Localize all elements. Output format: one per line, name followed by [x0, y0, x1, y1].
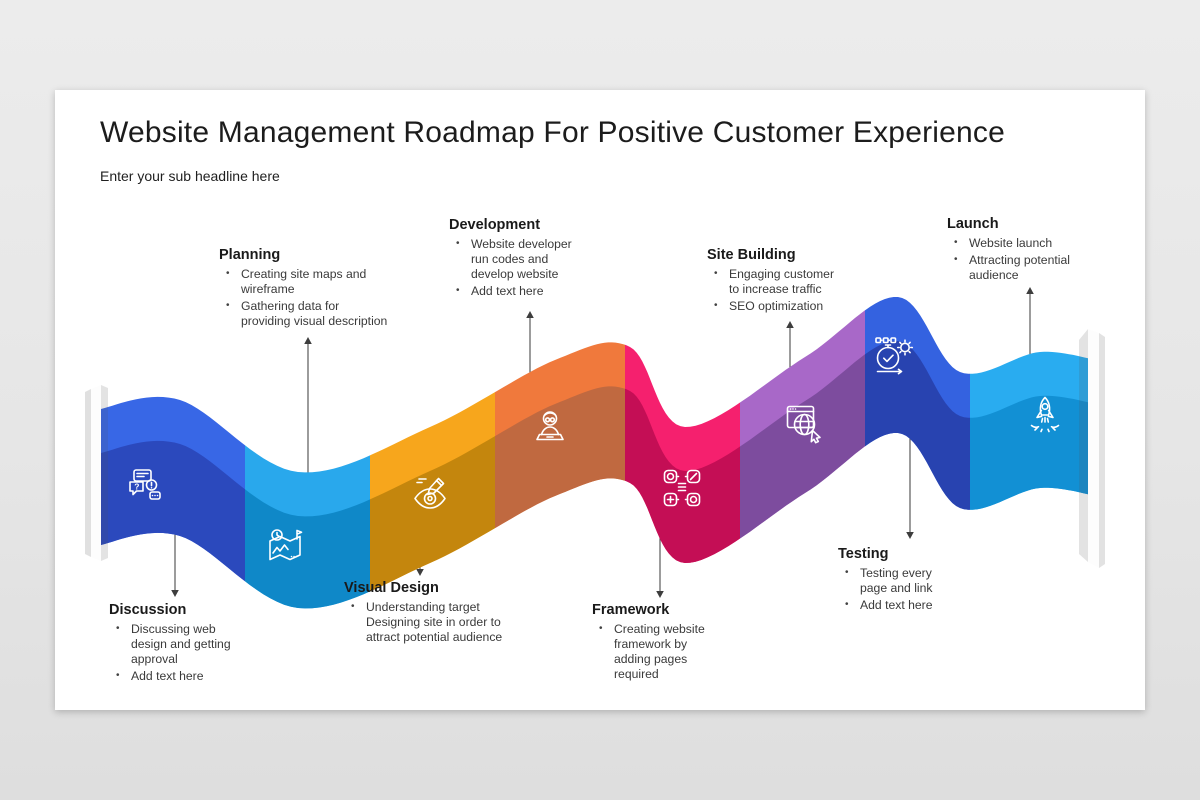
- stage-bullet: • Understanding target Designing site in …: [344, 600, 506, 645]
- bullet-marker-icon: •: [845, 567, 849, 578]
- ribbon-segment-planning: [245, 445, 370, 609]
- ribbon-segment-testing: [865, 297, 970, 510]
- ribbon-segment-framework: [625, 344, 740, 563]
- stage-title-development: Development: [449, 217, 541, 233]
- stage-label-site-building: Site Building • Engaging customer to incre…: [707, 247, 839, 316]
- svg-text:?: ?: [134, 481, 139, 491]
- slide-title: Website Management Roadmap For Positive …: [100, 116, 1005, 149]
- stage-bullet-text: Gathering data for providing visual desc…: [241, 299, 388, 329]
- stage-title-launch: Launch: [947, 216, 999, 232]
- ribbon-segment-site-building: [740, 310, 865, 539]
- bullet-marker-icon: •: [456, 238, 460, 249]
- ribbon-segment-visual-design: [370, 392, 495, 592]
- stage-bullet: • Add text here: [449, 284, 584, 299]
- browser-globe-icon: [786, 405, 821, 444]
- stage-title-framework: Framework: [592, 602, 670, 618]
- stage-bullet: • Add text here: [109, 669, 247, 684]
- stage-labels-layer: Discussion • Discussing web design and get…: [55, 90, 1145, 710]
- stage-bullet: • Creating website framework by adding pa…: [592, 622, 720, 683]
- slide-canvas: Website Management Roadmap For Positive …: [55, 90, 1145, 710]
- bullet-marker-icon: •: [714, 300, 718, 312]
- stage-label-visual-design: Visual Design • Understanding target Desig…: [344, 580, 506, 647]
- arrowhead-icon: [304, 337, 312, 344]
- stage-bullet: • Website developer run codes and develop…: [449, 237, 584, 282]
- roadmap-ribbon: ?: [85, 287, 1105, 609]
- stage-bullet-text: Attracting potential audience: [969, 253, 1070, 283]
- chat-bubbles-icon: ?: [129, 469, 161, 500]
- arrowhead-icon: [1026, 287, 1034, 294]
- stage-title-planning: Planning: [219, 247, 281, 263]
- stage-bullet-text: Website developer run codes and develop …: [471, 237, 572, 282]
- stage-bullet-text: Add text here: [131, 669, 204, 684]
- bullet-marker-icon: •: [456, 285, 460, 297]
- stage-bullet: • Add text here: [838, 598, 956, 613]
- bullet-marker-icon: •: [954, 237, 958, 248]
- stage-bullet-text: Engaging customer to increase traffic: [729, 267, 835, 297]
- arrowhead-icon: [786, 321, 794, 328]
- rocket-icon: [1030, 396, 1060, 433]
- framework-modules-icon: [663, 469, 701, 507]
- stage-bullet: • Testing every page and link: [838, 566, 956, 596]
- site-map-icon: [269, 529, 303, 561]
- arrowhead-icon: [171, 590, 179, 597]
- stage-bullet-text: Understanding target Designing site in o…: [366, 600, 503, 645]
- bullet-marker-icon: •: [116, 623, 120, 634]
- stopwatch-gear-icon: [875, 337, 914, 375]
- stage-bullet-text: Discussing web design and getting approv…: [131, 622, 231, 667]
- bullet-marker-icon: •: [599, 623, 603, 634]
- stage-title-visual-design: Visual Design: [344, 580, 439, 596]
- bullet-marker-icon: •: [226, 300, 230, 312]
- right-page-curl: [1079, 329, 1105, 568]
- stage-bullet-text: Website launch: [969, 236, 1053, 250]
- stage-bullet-text: SEO optimization: [729, 299, 824, 314]
- bullet-marker-icon: •: [954, 254, 958, 266]
- bullet-marker-icon: •: [226, 268, 230, 279]
- bullet-marker-icon: •: [116, 670, 120, 682]
- stage-label-discussion: Discussion • Discussing web design and get…: [109, 602, 247, 687]
- stage-label-framework: Framework • Creating website framework by …: [592, 602, 720, 685]
- stage-bullet: • Website launch: [947, 236, 1085, 251]
- stage-bullet-text: Add text here: [471, 284, 544, 299]
- stage-bullet: • Engaging customer to increase traffic: [707, 267, 839, 297]
- stage-title-site-building: Site Building: [707, 247, 796, 263]
- arrowhead-icon: [526, 311, 534, 318]
- stage-bullet: • Attracting potential audience: [947, 253, 1085, 283]
- arrowhead-icon: [416, 569, 424, 576]
- slide-subtitle: Enter your sub headline here: [100, 168, 280, 184]
- stage-label-testing: Testing • Testing every page and link • Add …: [838, 546, 956, 615]
- stage-label-launch: Launch • Website launch • Attracting potenti…: [947, 216, 1085, 285]
- stage-title-discussion: Discussion: [109, 602, 187, 618]
- stage-label-development: Development • Website developer run codes …: [449, 217, 584, 302]
- stage-bullet-text: Testing every page and link: [860, 566, 933, 596]
- left-page-curl: [85, 385, 108, 561]
- arrowhead-icon: [906, 532, 914, 539]
- developer-icon: [536, 411, 564, 441]
- stage-label-planning: Planning • Creating site maps and wirefram…: [219, 247, 391, 332]
- stage-title-testing: Testing: [838, 546, 889, 562]
- stage-bullet-text: Creating site maps and wireframe: [241, 267, 367, 297]
- stage-bullet-text: Add text here: [860, 598, 933, 613]
- bullet-marker-icon: •: [351, 601, 355, 612]
- bullet-marker-icon: •: [845, 599, 849, 611]
- bullet-marker-icon: •: [714, 268, 718, 279]
- ribbon-segment-launch: [970, 351, 1104, 510]
- stage-bullet-text: Creating website framework by adding pag…: [614, 622, 705, 682]
- stage-bullet: • Gathering data for providing visual des…: [219, 299, 391, 329]
- stage-bullet: • Discussing web design and getting appro…: [109, 622, 247, 667]
- stage-bullet: • SEO optimization: [707, 299, 839, 314]
- eye-pencil-icon: [414, 477, 446, 509]
- arrowhead-icon: [656, 591, 664, 598]
- stage-bullet: • Creating site maps and wireframe: [219, 267, 391, 297]
